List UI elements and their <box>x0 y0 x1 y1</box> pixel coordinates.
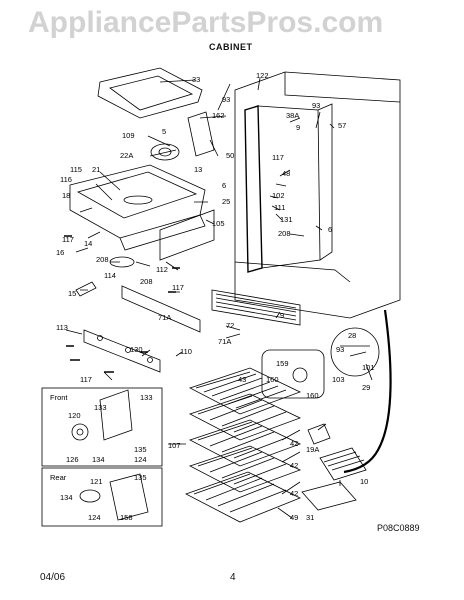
callout-28: 28 <box>348 331 356 340</box>
callout-126: 126 <box>66 455 79 464</box>
callout-159: 159 <box>276 359 289 368</box>
callout-29: 29 <box>362 383 370 392</box>
callout-19A: 19A <box>306 445 319 454</box>
callout-117-b: 117 <box>172 283 184 292</box>
callout-135-b: 135 <box>134 473 147 482</box>
callout-158: 158 <box>120 513 133 522</box>
callout-102: 102 <box>272 191 285 200</box>
callout-57: 57 <box>338 121 346 130</box>
callout-122: 122 <box>256 71 269 80</box>
callout-111: 111 <box>274 203 285 212</box>
callout-5: 5 <box>162 127 166 136</box>
diagram-code: P08C0889 <box>377 523 420 533</box>
callout-133-a: 133 <box>94 403 107 412</box>
top-bracket-part <box>97 67 203 119</box>
callout-160-a: 160 <box>266 375 279 384</box>
callout-21: 21 <box>92 165 100 174</box>
footer-date: 04/06 <box>40 572 66 583</box>
machine-compartment-part <box>69 164 206 239</box>
callout-121: 121 <box>90 477 103 486</box>
callout-93-c: 93 <box>336 345 344 354</box>
callout-6-b: 6 <box>328 225 332 234</box>
header: AppliancePartsPros.com CABINET <box>0 0 464 60</box>
callout-71A-a: 71A <box>158 313 171 322</box>
callout-208-b: 208 <box>140 277 153 286</box>
callout-10: 10 <box>360 477 368 486</box>
callout-25: 25 <box>222 197 230 206</box>
callout-6-a: 6 <box>222 181 226 190</box>
callout-124-a: 124 <box>134 455 147 464</box>
callout-43: 43 <box>238 375 246 384</box>
callout-115: 115 <box>70 165 82 174</box>
callout-71A-b: 71A <box>218 337 231 346</box>
callout-13: 13 <box>194 165 202 174</box>
front-inset-label: Front <box>50 393 68 402</box>
callout-38A: 38A <box>286 111 299 120</box>
callout-130: 130 <box>130 345 143 354</box>
callout-33: 33 <box>192 75 200 84</box>
callout-22A: 22A <box>120 151 133 160</box>
callout-117-c: 117 <box>272 153 284 162</box>
callout-116: 116 <box>60 175 72 184</box>
callout-135-a: 135 <box>134 445 147 454</box>
callout-105: 105 <box>212 219 225 228</box>
callout-18: 18 <box>62 191 70 200</box>
callout-114: 114 <box>104 271 116 280</box>
callout-16: 16 <box>56 248 64 257</box>
callout-162: 162 <box>212 111 225 120</box>
callout-103: 103 <box>332 375 345 384</box>
callout-50: 50 <box>226 151 234 160</box>
callout-117-a: 117 <box>62 235 74 244</box>
rear-inset-box <box>41 467 163 527</box>
callout-42-b: 42 <box>290 461 298 470</box>
callout-49: 49 <box>290 513 298 522</box>
detail-circle <box>330 327 380 377</box>
callout-42-a: 42 <box>290 439 298 448</box>
callout-113: 113 <box>56 323 68 332</box>
front-inset-box <box>41 387 163 467</box>
callout-134-b: 134 <box>60 493 73 502</box>
section-title: CABINET <box>209 42 253 52</box>
callout-133-b: 133 <box>140 393 153 402</box>
callout-48: 48 <box>282 169 290 178</box>
callout-110: 110 <box>180 347 192 356</box>
callout-208-c: 208 <box>278 229 291 238</box>
callout-131: 131 <box>280 215 293 224</box>
page-number: 4 <box>230 572 236 583</box>
detail-box <box>261 349 325 399</box>
callout-160-b: 160 <box>306 391 319 400</box>
callout-42-c: 42 <box>290 489 298 498</box>
callout-107: 107 <box>168 441 181 450</box>
callout-134-a: 134 <box>92 455 105 464</box>
callout-9-a: 9 <box>296 123 300 132</box>
callout-72: 72 <box>226 321 234 330</box>
callout-101: 101 <box>362 363 375 372</box>
callout-208-a: 208 <box>96 255 109 264</box>
callout-124-b: 124 <box>88 513 101 522</box>
watermark: AppliancePartsPros.com <box>28 6 384 39</box>
callout-112: 112 <box>156 265 168 274</box>
callout-117-d: 117 <box>80 375 92 384</box>
grille-part <box>211 289 301 326</box>
callout-93-b: 93 <box>312 101 320 110</box>
callout-31: 31 <box>306 513 314 522</box>
callout-14: 14 <box>84 239 92 248</box>
callout-120: 120 <box>68 411 81 420</box>
callout-9-b: 9 <box>280 311 284 320</box>
rear-inset-label: Rear <box>50 473 67 482</box>
callout-93: 93 <box>222 95 230 104</box>
callout-109: 109 <box>122 131 135 140</box>
callout-15: 15 <box>68 289 76 298</box>
wire-shelves <box>184 367 302 523</box>
